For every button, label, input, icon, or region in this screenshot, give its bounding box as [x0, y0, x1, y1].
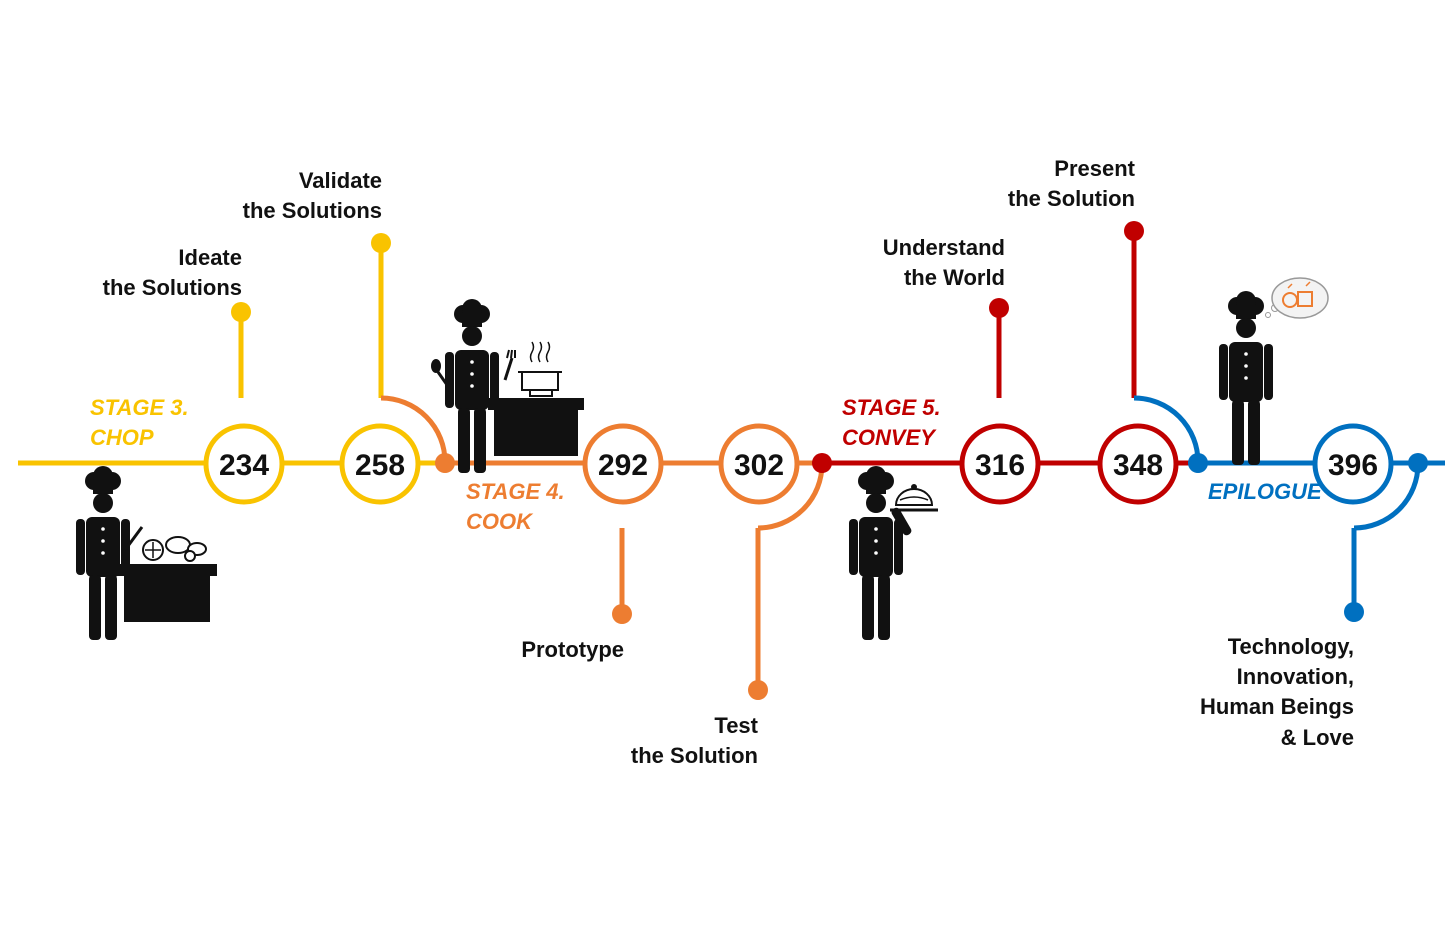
svg-text:316: 316 — [975, 449, 1025, 482]
svg-text:348: 348 — [1113, 449, 1163, 482]
tech-label-4: & Love — [1281, 725, 1354, 750]
svg-text:302: 302 — [734, 449, 784, 482]
chef-thinking-icon — [1219, 277, 1329, 465]
ideate-label-1: Ideate — [178, 245, 242, 270]
svg-text:234: 234 — [219, 449, 269, 482]
stage4-title: STAGE 4. — [466, 479, 565, 504]
tech-label-3: Human Beings — [1200, 694, 1354, 719]
branches — [231, 221, 1428, 700]
stage3-subtitle: CHOP — [90, 425, 154, 450]
present-dot — [1124, 221, 1144, 241]
chef-cooking-icon — [431, 299, 584, 473]
svg-text:292: 292 — [598, 449, 648, 482]
present-label-2: the Solution — [1008, 186, 1135, 211]
node-292: 292 — [582, 423, 664, 505]
svg-text:396: 396 — [1328, 449, 1378, 482]
tech-label-2: Innovation, — [1237, 664, 1354, 689]
prototype-dot — [612, 604, 632, 624]
validate-label-2: the Solutions — [243, 198, 382, 223]
node-396: 396 — [1312, 423, 1394, 505]
stage5-title: STAGE 5. — [842, 395, 941, 420]
test-label-2: the Solution — [631, 743, 758, 768]
stage5-subtitle: CONVEY — [842, 425, 937, 450]
test-label-1: Test — [714, 713, 758, 738]
understand-label-1: Understand — [883, 235, 1005, 260]
node-316: 316 — [959, 423, 1041, 505]
epilogue-end-dot — [1408, 453, 1428, 473]
understand-dot — [989, 298, 1009, 318]
stage5-start-dot — [812, 453, 832, 473]
epilogue-start-dot — [1188, 453, 1208, 473]
ideate-dot — [231, 302, 251, 322]
validate-label-1: Validate — [299, 168, 382, 193]
test-dot — [748, 680, 768, 700]
node-234: 234 — [203, 423, 285, 505]
validate-dot — [371, 233, 391, 253]
chef-serving-icon — [849, 466, 938, 640]
svg-text:258: 258 — [355, 449, 405, 482]
node-348: 348 — [1097, 423, 1179, 505]
technology-dot — [1344, 602, 1364, 622]
node-302: 302 — [718, 423, 800, 505]
stage4-subtitle: COOK — [466, 509, 534, 534]
stage4-start-dot — [435, 453, 455, 473]
epilogue-title: EPILOGUE — [1208, 479, 1323, 504]
stage-labels: STAGE 3. CHOP STAGE 4. COOK STAGE 5. CON… — [90, 395, 1323, 534]
present-label-1: Present — [1054, 156, 1135, 181]
node-258: 258 — [339, 423, 421, 505]
understand-label-2: the World — [904, 265, 1005, 290]
timeline-nodes: 234 258 292 302 316 348 396 — [203, 423, 1394, 505]
tech-label-1: Technology, — [1228, 634, 1354, 659]
chef-chopping-icon — [76, 466, 217, 640]
branch-labels: Ideate the Solutions Validate the Soluti… — [103, 156, 1354, 768]
ideate-label-2: the Solutions — [103, 275, 242, 300]
prototype-label: Prototype — [521, 637, 624, 662]
stage3-title: STAGE 3. — [90, 395, 189, 420]
